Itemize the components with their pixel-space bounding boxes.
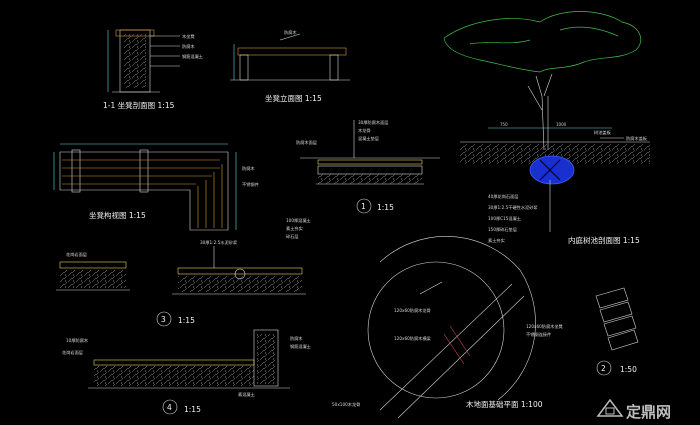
svg-text:木龙骨: 木龙骨 [358, 127, 371, 134]
svg-text:防腐木: 防腐木 [284, 29, 297, 36]
seat-section-drawing: 木坐凳 防腐木 钢筋混凝土 [107, 29, 203, 93]
detail-4-marker-label: 4 [167, 403, 172, 412]
svg-text:120x60防腐木龙骨: 120x60防腐木龙骨 [394, 307, 431, 314]
svg-text:素土夯实: 素土夯实 [286, 225, 303, 232]
detail-1-marker-label: 1 [361, 202, 366, 211]
tree-layer-4: 150厚碎石垫层 [488, 226, 517, 233]
watermark: 定鼎网 [596, 398, 671, 421]
svg-text:30厚1:2.5水泥砂浆: 30厚1:2.5水泥砂浆 [200, 239, 238, 246]
svg-text:花岗岩面层: 花岗岩面层 [62, 349, 83, 356]
svg-text:混凝土垫层: 混凝土垫层 [358, 135, 379, 142]
tree-pool-title: 内庭树池剖面图 1:15 [568, 235, 640, 245]
seat-plan-title: 坐凳构视图 1:15 [89, 210, 146, 220]
watermark-text: 定鼎网 [626, 403, 671, 421]
detail-1-drawing: 30厚防腐木面层 木龙骨 混凝土垫层 防腐木面层 [296, 119, 440, 185]
svg-text:木坐凳: 木坐凳 [182, 33, 195, 40]
svg-text:120x60防腐木坐凳: 120x60防腐木坐凳 [526, 323, 564, 330]
svg-text:10厚防腐木: 10厚防腐木 [66, 337, 89, 344]
svg-text:防腐木盖板: 防腐木盖板 [626, 135, 648, 142]
svg-text:花岗岩面层: 花岗岩面层 [66, 251, 87, 258]
tree-layer-5: 素土夯实 [488, 237, 505, 244]
dim-750: 750 [500, 122, 508, 127]
svg-text:不锈钢连接件: 不锈钢连接件 [526, 331, 551, 338]
detail-4-marker [162, 399, 178, 415]
svg-text:树池盖板: 树池盖板 [594, 129, 612, 136]
svg-text:防腐木面层: 防腐木面层 [296, 139, 317, 146]
detail-4-drawing: 10厚防腐木 花岗岩面层 防腐木 钢筋混凝土 素混凝土 [62, 329, 311, 398]
detail-2-marker-label: 2 [601, 364, 606, 373]
wood-deck-plan-title: 木地面基础平面 1:100 [466, 399, 543, 409]
svg-text:钢筋混凝土: 钢筋混凝土 [290, 343, 311, 350]
detail-1-title: 1:15 [377, 203, 394, 212]
svg-text:防腐木: 防腐木 [242, 165, 255, 172]
svg-text:120x60防腐木横梁: 120x60防腐木横梁 [394, 335, 432, 342]
dingding-logo-icon [596, 398, 624, 417]
detail-4-title: 1:15 [184, 405, 201, 414]
detail-2-title: 1:50 [620, 365, 637, 374]
dim-1000: 1000 [556, 122, 567, 127]
seat-elevation-drawing: 防腐木 [230, 29, 350, 81]
seat-section-title: 1-1 坐凳剖面图 1:15 [103, 100, 175, 110]
wood-deck-plan-drawing: 120x60防腐木龙骨 120x60防腐木横梁 50x100木龙骨 [332, 236, 536, 419]
tree-layer-2: 30厚1:2.5干硬性水泥砂浆 [488, 204, 538, 211]
detail-2-marker [596, 360, 612, 376]
tree-drawing: 750 1000 树池盖板 防腐木盖板 [443, 11, 650, 232]
svg-text:100厚混凝土: 100厚混凝土 [286, 217, 311, 224]
detail-3-marker [156, 311, 172, 327]
seat-elevation-title: 坐凳立面图 1:15 [265, 93, 322, 103]
svg-text:素混凝土: 素混凝土 [238, 391, 255, 398]
svg-text:防腐木: 防腐木 [182, 43, 195, 50]
tree-layer-1: 40厚花岗石面层 [488, 193, 518, 200]
svg-text:碎石层: 碎石层 [286, 233, 299, 240]
tree-layer-notes: 40厚花岗石面层 30厚1:2.5干硬性水泥砂浆 100厚C15混凝土 150厚… [488, 193, 538, 244]
svg-text:钢筋混凝土: 钢筋混凝土 [182, 53, 203, 60]
detail-2-drawing: 120x60防腐木坐凳 不锈钢连接件 [526, 287, 639, 351]
svg-text:防腐木: 防腐木 [290, 335, 303, 342]
detail-3-drawing: 花岗岩面层 30厚1:2.5水泥砂浆 100厚混凝土 素土夯实 碎石层 [56, 217, 311, 295]
tree-layer-3: 100厚C15混凝土 [488, 215, 521, 222]
detail-1-marker [356, 198, 372, 214]
svg-text:50x100木龙骨: 50x100木龙骨 [332, 401, 360, 408]
detail-3-marker-label: 3 [161, 315, 166, 324]
svg-text:30厚防腐木面层: 30厚防腐木面层 [358, 119, 388, 126]
detail-3-title: 1:15 [178, 316, 195, 325]
svg-text:不锈钢件: 不锈钢件 [242, 181, 259, 188]
seat-plan-drawing: 防腐木 不锈钢件 [53, 143, 259, 231]
